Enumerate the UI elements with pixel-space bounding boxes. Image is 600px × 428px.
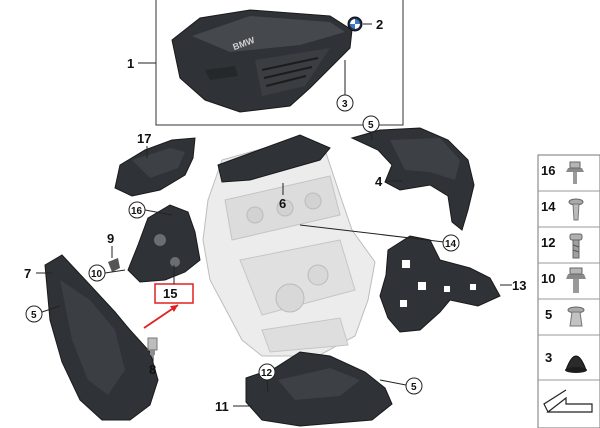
flange-bolt-icon [566, 161, 584, 184]
callout-13[interactable]: 13 [512, 278, 526, 293]
callout-2[interactable]: 2 [376, 17, 383, 32]
engine-cover[interactable]: BMW [171, 9, 353, 113]
callout-12[interactable]: 12 [261, 368, 273, 379]
callout-11[interactable]: 11 [215, 399, 229, 414]
sensor-part-8[interactable] [147, 337, 158, 355]
callout-5-top[interactable]: 5 [368, 120, 374, 131]
callout-15[interactable]: 15 [163, 286, 177, 301]
callout-5-bottom[interactable]: 5 [411, 382, 417, 393]
legend-label-10: 10 [541, 271, 555, 286]
callout-1[interactable]: 1 [127, 56, 134, 71]
legend-label-14: 14 [541, 199, 556, 214]
callout-7[interactable]: 7 [24, 266, 31, 281]
screw-icon [569, 233, 583, 259]
arrow-guide-icon [543, 389, 593, 413]
clip-part-9[interactable] [108, 258, 120, 272]
callout-8[interactable]: 8 [149, 362, 156, 377]
left-timing-cover[interactable] [44, 254, 159, 421]
hex-bolt-icon [566, 267, 586, 293]
callout-10[interactable]: 10 [91, 269, 103, 280]
push-rivet-icon [568, 198, 584, 221]
legend-label-16: 16 [541, 163, 555, 178]
fastener-legend: 16 14 12 10 5 3 [537, 154, 600, 428]
lower-engine-shield[interactable] [245, 351, 393, 427]
bmw-emblem-icon[interactable] [347, 16, 363, 32]
callout-9[interactable]: 9 [107, 231, 114, 246]
timing-bracket[interactable] [127, 204, 201, 283]
legend-label-3: 3 [545, 350, 552, 365]
right-bracket-assembly[interactable] [379, 235, 501, 333]
legend-label-12: 12 [541, 235, 555, 250]
expanding-rivet-icon [567, 306, 585, 327]
highlight-arrow-icon [143, 304, 179, 329]
callout-3[interactable]: 3 [342, 99, 348, 110]
callout-5-left[interactable]: 5 [31, 310, 37, 321]
callout-14[interactable]: 14 [445, 239, 457, 250]
legend-label-5: 5 [545, 307, 552, 322]
callout-6[interactable]: 6 [279, 196, 286, 211]
upper-left-bracket[interactable] [114, 137, 196, 197]
callout-16[interactable]: 16 [131, 206, 143, 217]
right-heat-shield[interactable] [350, 127, 475, 231]
engine-block[interactable] [202, 134, 376, 357]
callout-17[interactable]: 17 [137, 131, 151, 146]
callout-4[interactable]: 4 [375, 174, 383, 189]
rubber-grommet-icon [565, 355, 587, 373]
